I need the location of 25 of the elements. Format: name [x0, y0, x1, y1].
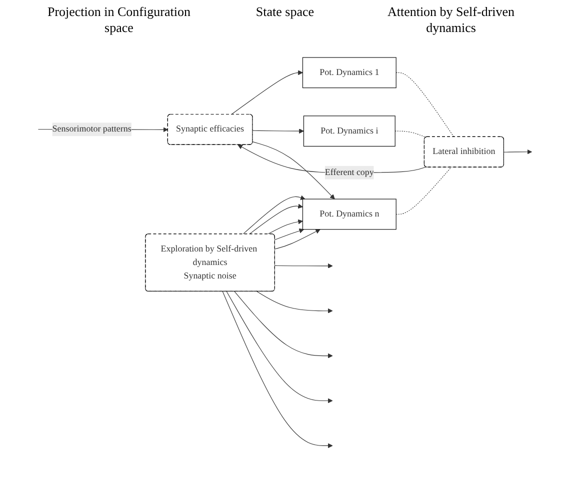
arrow: [248, 204, 303, 235]
node-box: Pot. Dynamics 1: [302, 57, 396, 88]
arrow: [234, 291, 333, 358]
arrow: [504, 150, 532, 155]
arrow: [274, 228, 304, 240]
arrow: [256, 291, 333, 314]
node-box: Pot. Dynamics i: [303, 116, 396, 147]
column-heading: State space: [256, 4, 314, 21]
node-box: Pot. Dynamics n: [302, 198, 396, 230]
arrow: [252, 128, 304, 134]
column-heading: Projection in Configuration space: [46, 4, 192, 36]
arrow: [242, 195, 306, 235]
connector: [394, 131, 426, 138]
edge-label: Sensorimotor patterns: [52, 124, 132, 134]
arrow: [267, 220, 303, 235]
arrow: [222, 291, 333, 448]
arrow: [231, 70, 303, 115]
column-heading: Attention by Self-driven dynamics: [386, 4, 516, 36]
arrow: [252, 142, 335, 200]
connector: [396, 72, 454, 138]
edge-label: Efferent copy: [324, 168, 374, 178]
arrow: [274, 264, 333, 269]
connector: [396, 167, 452, 215]
arrow: [226, 291, 333, 404]
arrow: [274, 229, 320, 250]
